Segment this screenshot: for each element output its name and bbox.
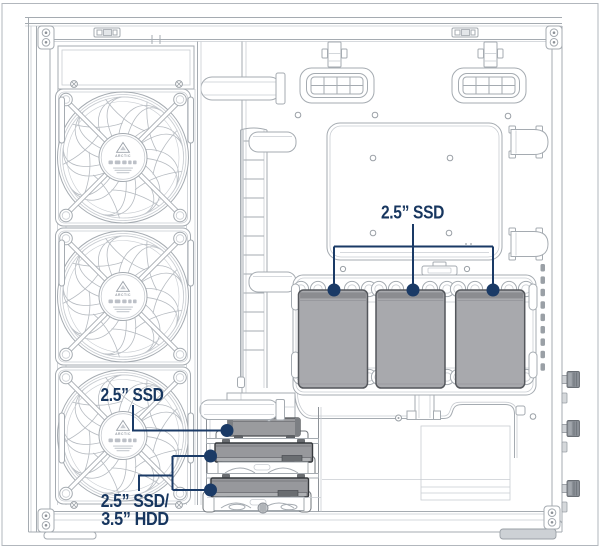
cage-ssd-drive [227, 417, 301, 437]
callout-cage-ssd-label: 2.5” SSD [101, 384, 164, 405]
fan-column [49, 41, 202, 511]
fan-2 [49, 220, 200, 372]
psu-bay [420, 425, 511, 501]
callout-marker [204, 449, 217, 463]
callout-cage-hdd-label-1: 2.5” SSD/ [101, 490, 169, 511]
callouts: 2.5” SSD 2.5” SSD 2.5” SSD/ 3.5” HDD [101, 201, 500, 529]
ssd-3 [454, 289, 526, 389]
corner-hardware [37, 25, 580, 533]
fan-1 [49, 81, 200, 233]
callout-marker [220, 424, 234, 437]
motherboard-tray [294, 41, 549, 395]
callout-cage-hdd-label-2: 3.5” HDD [101, 508, 169, 529]
front-vent-slots [540, 264, 545, 371]
bracket-support-column [395, 392, 441, 422]
callout-cage-ssd: 2.5” SSD [101, 384, 234, 437]
mounting-plate [326, 122, 503, 261]
ssd-2 [375, 289, 446, 389]
callout-ssd-row-label: 2.5” SSD [381, 201, 444, 222]
callout-marker [327, 283, 341, 297]
callout-ssd-row: 2.5” SSD [327, 201, 500, 297]
case-foot-left [43, 531, 97, 540]
bracket-arm [248, 131, 297, 153]
ssd-1 [297, 289, 369, 389]
rail-slots [58, 96, 194, 464]
ssd-bracket-row [291, 261, 538, 396]
case-foot-right [499, 528, 557, 540]
bracket-arm [248, 271, 297, 293]
fan-3 [49, 359, 200, 511]
cable-channel [200, 41, 297, 397]
callout-marker [486, 283, 500, 297]
cable-bar [200, 76, 282, 101]
cable-bar-bottom [199, 399, 285, 421]
bracket-handle [421, 261, 458, 276]
cage-floor [207, 497, 321, 514]
callout-marker [204, 483, 217, 497]
callout-marker [406, 283, 420, 297]
callout-cage-hdd: 2.5” SSD/ 3.5” HDD [101, 449, 217, 529]
